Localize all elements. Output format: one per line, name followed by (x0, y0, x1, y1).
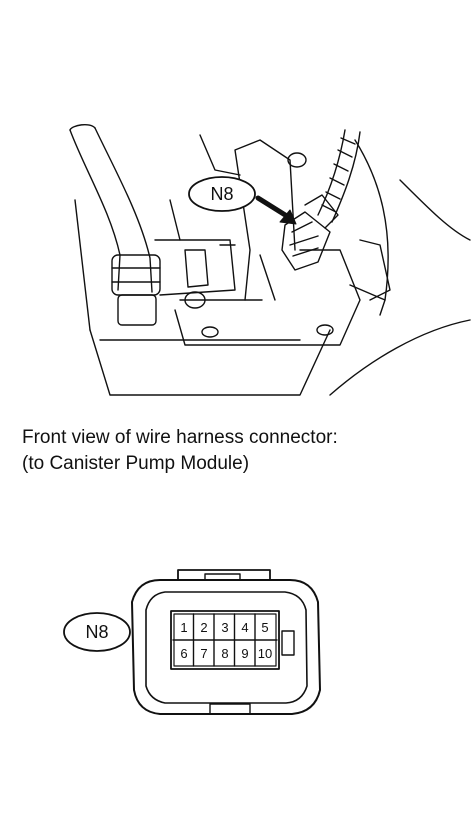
connector-caption: Front view of wire harness connector: (t… (22, 425, 338, 477)
caption-line-1: Front view of wire harness connector: (22, 427, 338, 448)
engine-callout-label: N8 (210, 184, 233, 204)
pin-label: 9 (241, 646, 248, 661)
engine-bay-illustration (69, 123, 471, 396)
engine-callout: N8 (188, 176, 256, 212)
pin-label: 8 (221, 646, 228, 661)
pin-label: 1 (180, 620, 187, 635)
connector-callout: N8 (63, 612, 131, 652)
pin-label: 7 (200, 646, 207, 661)
caption-line-2: (to Canister Pump Module) (22, 453, 250, 474)
pin-label: 10 (258, 646, 272, 661)
pin-label: 2 (200, 620, 207, 635)
pin-label: 6 (180, 646, 187, 661)
connector-callout-label: N8 (85, 622, 108, 642)
pin-label: 4 (241, 620, 248, 635)
pin-label: 5 (261, 620, 268, 635)
pointer-arrow (255, 195, 297, 225)
connector-front-view (131, 569, 321, 715)
pin-labels: 1 2 3 4 5 6 7 8 9 10 (180, 620, 272, 661)
pin-label: 3 (221, 620, 228, 635)
